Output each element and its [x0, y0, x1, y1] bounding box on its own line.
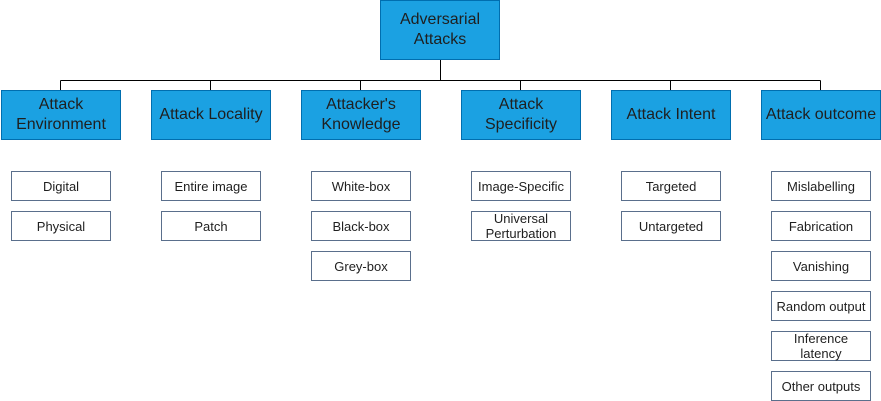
leaf-node: Universal Perturbation — [471, 211, 571, 241]
leaf-node: Mislabelling — [771, 171, 871, 201]
leaf-label: Physical — [36, 218, 86, 234]
leaf-label: Mislabelling — [787, 178, 855, 194]
category-attack-environment: Attack Environment — [1, 90, 121, 140]
leaf-label: Black-box — [332, 218, 390, 234]
category-attack-specificity: Attack Specificity — [461, 90, 581, 140]
leaf-node: Grey-box — [311, 251, 411, 281]
category-attack-locality: Attack Locality — [151, 90, 271, 140]
leaf-node: White-box — [311, 171, 411, 201]
leaf-label: Other outputs — [781, 378, 861, 394]
leaf-node: Inference latency — [771, 331, 871, 361]
leaf-node: Digital — [11, 171, 111, 201]
leaf-label: White-box — [331, 178, 391, 194]
leaf-label: Targeted — [645, 178, 697, 194]
leaf-label: Fabrication — [788, 218, 854, 234]
category-label: Attack Environment — [16, 96, 106, 133]
leaf-label: Universal Perturbation — [485, 211, 557, 241]
category-attack-intent: Attack Intent — [611, 90, 731, 140]
leaf-node: Other outputs — [771, 371, 871, 401]
leaf-node: Image-Specific — [471, 171, 571, 201]
category-label: Attack outcome — [765, 106, 877, 123]
category-attackers-knowledge: Attacker's Knowledge — [301, 90, 421, 140]
leaf-node: Entire image — [161, 171, 261, 201]
leaf-node: Random output — [771, 291, 871, 321]
leaf-node: Fabrication — [771, 211, 871, 241]
leaf-node: Targeted — [621, 171, 721, 201]
leaf-node: Patch — [161, 211, 261, 241]
root-node: Adversarial Attacks — [380, 0, 500, 60]
leaf-node: Physical — [11, 211, 111, 241]
category-attack-outcome: Attack outcome — [761, 90, 881, 140]
leaf-label: Random output — [776, 298, 866, 314]
leaf-node: Black-box — [311, 211, 411, 241]
category-label: Attack Specificity — [484, 96, 558, 133]
category-label: Attacker's Knowledge — [321, 96, 401, 133]
root-node-label: Adversarial Attacks — [399, 11, 481, 48]
leaf-label: Untargeted — [638, 218, 704, 234]
leaf-node: Vanishing — [771, 251, 871, 281]
category-label: Attack Locality — [159, 106, 263, 123]
leaf-label: Inference latency — [793, 331, 849, 361]
leaf-label: Entire image — [174, 178, 248, 194]
category-label: Attack Intent — [626, 106, 716, 123]
leaf-label: Patch — [194, 218, 228, 234]
leaf-label: Vanishing — [792, 258, 850, 274]
leaf-label: Grey-box — [334, 258, 388, 274]
leaf-node: Untargeted — [621, 211, 721, 241]
leaf-label: Image-Specific — [478, 178, 564, 194]
leaf-label: Digital — [42, 178, 80, 194]
